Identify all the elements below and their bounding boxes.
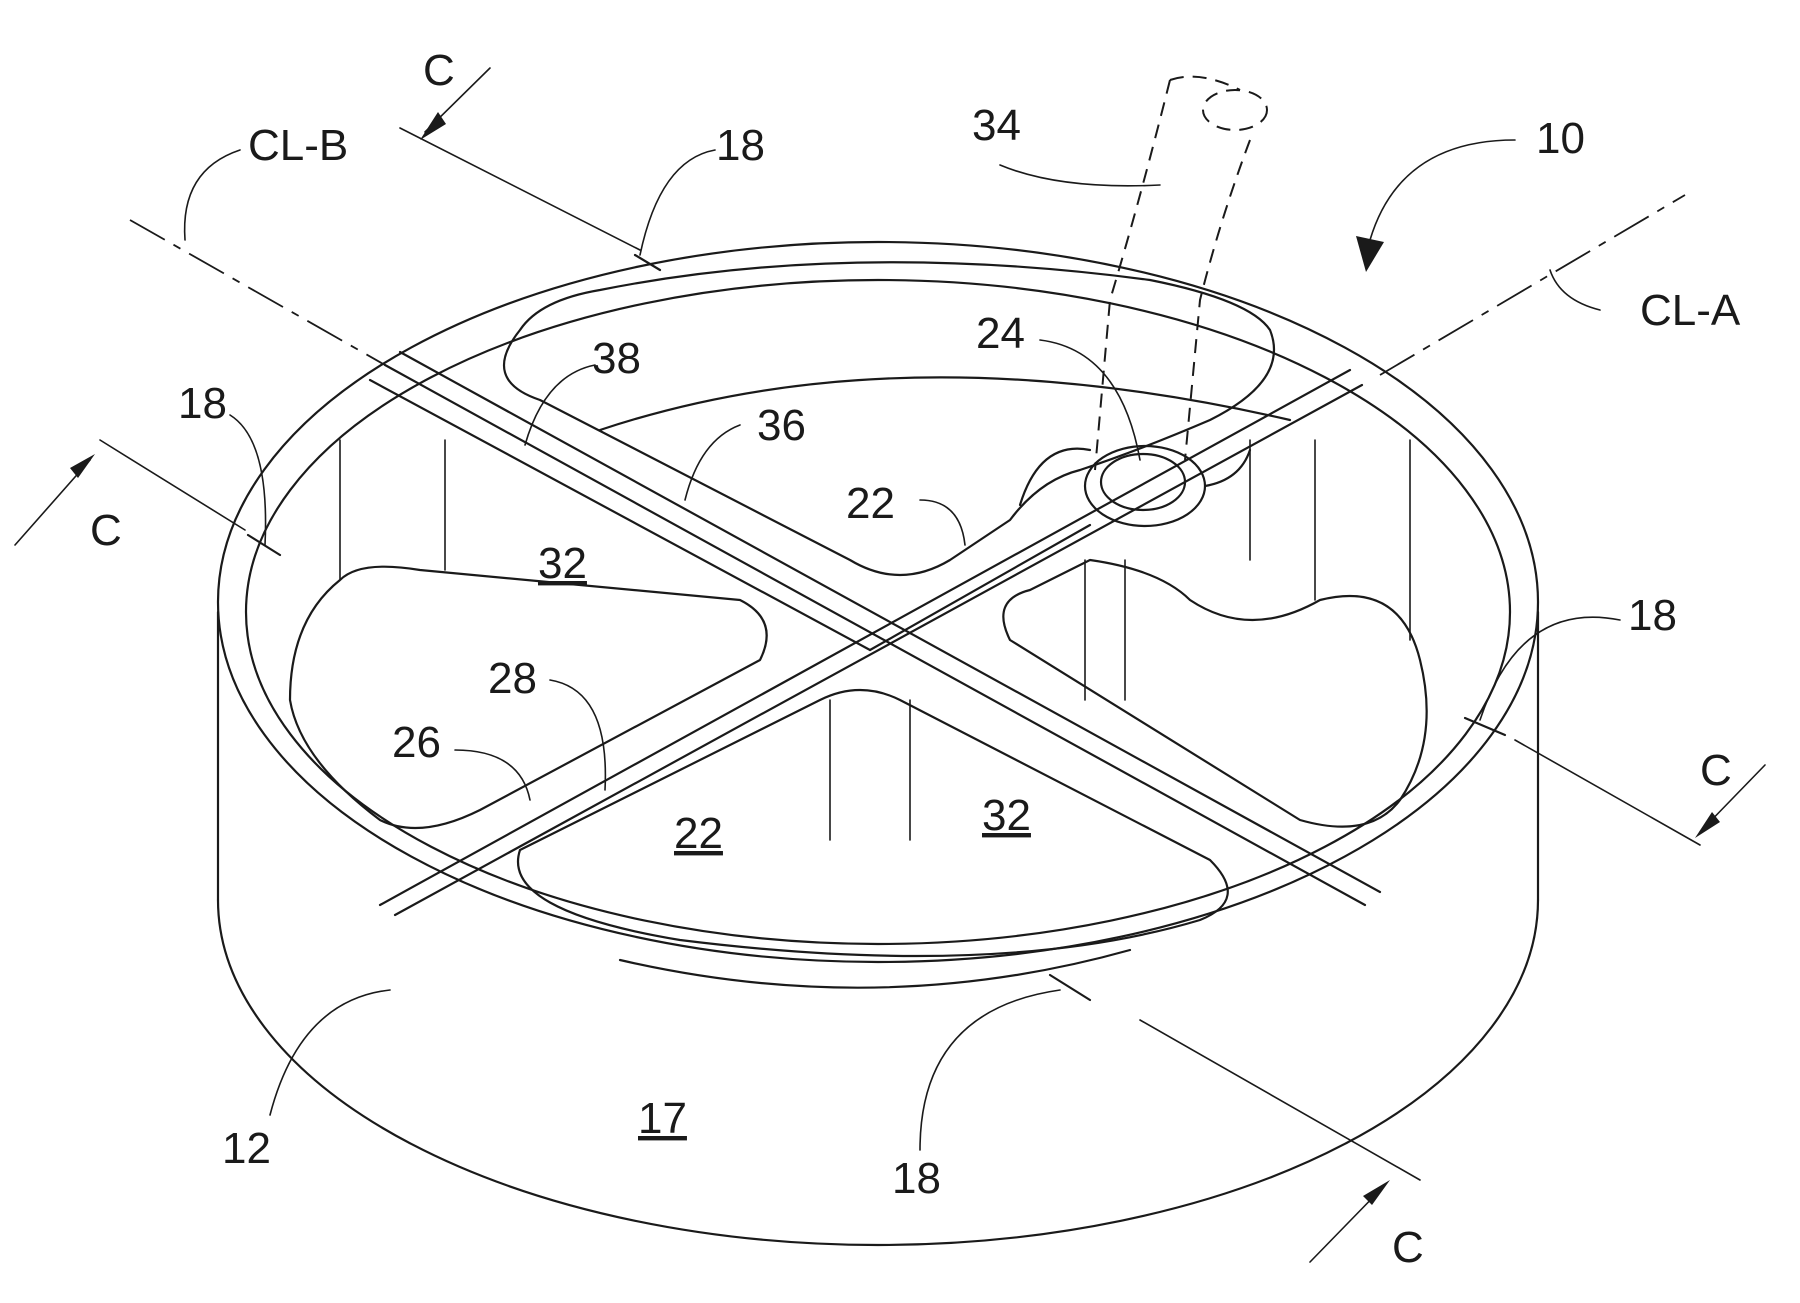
leader-cla: [1550, 270, 1600, 310]
bore: [1101, 454, 1185, 510]
leader-34: [1000, 165, 1160, 186]
back-floor: [600, 377, 1290, 430]
rib-b-edge-3: [870, 525, 1090, 650]
section-arrow-head: [1363, 1180, 1390, 1205]
label-22-top: 22: [846, 479, 895, 528]
boss-outer: [1085, 446, 1205, 526]
label-32-right: 32: [982, 791, 1031, 840]
leader-clb: [185, 150, 240, 240]
leader-22-top: [920, 500, 965, 545]
label-10: 10: [1536, 114, 1585, 163]
label-cl-b: CL-B: [248, 121, 348, 170]
label-26: 26: [392, 718, 441, 767]
outer-rim: [218, 242, 1538, 962]
slots-18: [248, 255, 1505, 1000]
label-18-top: 18: [716, 121, 765, 170]
leader-38: [525, 365, 595, 445]
label-28: 28: [488, 654, 537, 703]
leader-26: [455, 750, 530, 800]
rib-b-edge-1: [380, 370, 1350, 905]
leader-24: [1040, 340, 1140, 460]
slot: [248, 535, 280, 555]
label-32-left: 32: [538, 539, 587, 588]
rib-a-edge-1: [385, 365, 1365, 905]
section-line: [400, 128, 640, 250]
label-38: 38: [592, 334, 641, 383]
tube-end: [1203, 90, 1267, 130]
bottom-edge: [218, 900, 1538, 1245]
centerline-b: [130, 220, 385, 365]
label-18-bottom: 18: [892, 1154, 941, 1203]
leader-10: [1370, 140, 1515, 240]
centerline-a: [1380, 195, 1685, 375]
tube-34: [1095, 77, 1267, 470]
label-24: 24: [976, 309, 1025, 358]
tube-top: [1170, 77, 1240, 90]
label-c-left: C: [90, 506, 122, 555]
leaders: [185, 140, 1620, 1150]
rib-b-edge-2: [395, 385, 1362, 915]
section-line: [1140, 1020, 1420, 1180]
centerlines: [130, 195, 1685, 375]
label-34: 34: [972, 101, 1021, 150]
section-line: [1515, 740, 1700, 845]
labels: C CL-B 18 34 10 CL-A 24 38 36 18 22 C 32…: [90, 46, 1741, 1272]
label-22-bottom: 22: [674, 809, 723, 858]
label-17: 17: [638, 1094, 687, 1143]
label-18-right: 18: [1628, 591, 1677, 640]
label-18-left: 18: [178, 379, 227, 428]
cross-ribs: [370, 352, 1380, 915]
label-c-right: C: [1700, 746, 1732, 795]
center-boss: [1020, 446, 1250, 526]
label-36: 36: [757, 401, 806, 450]
label-cl-a: CL-A: [1640, 286, 1741, 335]
slot: [1050, 975, 1090, 1000]
leader-18-left: [230, 415, 266, 545]
section-arrow-head: [70, 454, 95, 478]
leader-12: [270, 990, 390, 1115]
label-c-top: C: [423, 46, 455, 95]
leader-28: [550, 680, 605, 790]
label-c-bottom: C: [1392, 1223, 1424, 1272]
label-12: 12: [222, 1124, 271, 1173]
arrow-10-head: [1356, 236, 1384, 272]
leader-18-top: [640, 150, 715, 255]
leader-18-bottom: [920, 990, 1060, 1150]
rib-a-edge-2: [400, 352, 1380, 892]
